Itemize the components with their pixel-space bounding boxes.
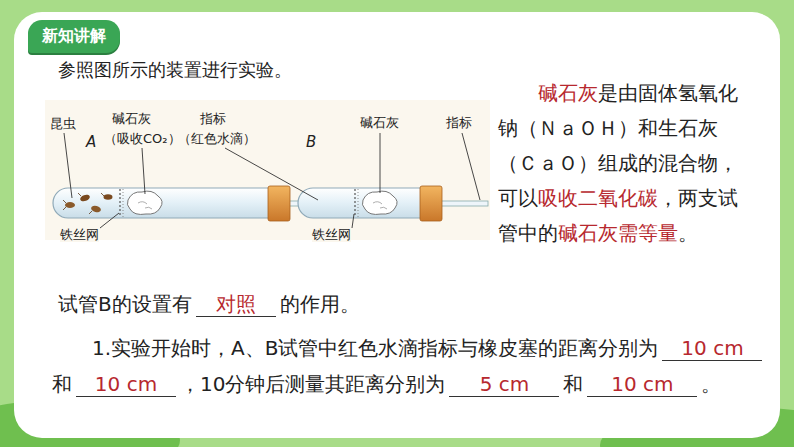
paragraph: 参照图所示的装置进行实验。 bbox=[58, 56, 478, 84]
body-text: 碱石灰 bbox=[538, 81, 598, 105]
part-label: 铁丝网 bbox=[60, 228, 99, 242]
body-text: 和 bbox=[563, 372, 583, 396]
body-text: 。 bbox=[701, 372, 721, 396]
part-label: 碱石灰 bbox=[360, 116, 399, 130]
body-text: 和 bbox=[52, 372, 72, 396]
body-text: 。 bbox=[678, 221, 698, 245]
paragraph: 试管B的设置有对照的作用。 bbox=[58, 287, 758, 321]
answer-blank: 对照 bbox=[196, 292, 276, 317]
paragraph: 1.实验开始时，A、B试管中红色水滴指标与橡皮塞的距离分别为10 cm和10 c… bbox=[52, 330, 776, 402]
part-label: 碱石灰 bbox=[112, 112, 151, 126]
section-badge: 新知讲解 bbox=[28, 20, 120, 53]
answer-blank: 10 cm bbox=[587, 372, 697, 397]
tube-label: A bbox=[86, 134, 96, 151]
answer-blank: 10 cm bbox=[662, 336, 762, 361]
tube-label: B bbox=[306, 134, 316, 151]
part-label: （吸收CO₂） bbox=[104, 132, 181, 146]
body-text: 吸收二氧化碳 bbox=[538, 186, 658, 210]
leader-lines bbox=[64, 133, 480, 228]
part-label: （红色水滴） bbox=[178, 132, 256, 146]
picture-frame bbox=[45, 100, 490, 240]
test-tube-b bbox=[298, 186, 488, 221]
instruction-text: 参照图所示的装置进行实验。 bbox=[58, 59, 292, 80]
test-tube-a bbox=[53, 186, 335, 221]
content-panel bbox=[14, 12, 780, 438]
part-label: 昆虫 bbox=[50, 117, 76, 131]
answer-blank: 10 cm bbox=[76, 372, 176, 397]
body-text: 碱石灰需等量 bbox=[558, 221, 678, 245]
paragraph: 碱石灰是由固体氢氧化钠（ＮａＯＨ）和生石灰（ＣａＯ）组成的混合物，可以吸收二氧化… bbox=[498, 76, 750, 251]
part-label: 指标 bbox=[446, 116, 472, 130]
answer-blank: 5 cm bbox=[449, 372, 559, 397]
body-text: ，10分钟后测量其距离分别为 bbox=[180, 372, 445, 396]
part-label: 铁丝网 bbox=[312, 228, 351, 242]
body-text: 试管B的设置有 bbox=[58, 292, 192, 316]
body-text: 1.实验开始时，A、B试管中红色水滴指标与橡皮塞的距离分别为 bbox=[92, 336, 658, 360]
body-text: 的作用。 bbox=[280, 292, 360, 316]
part-label: 指标 bbox=[200, 112, 226, 126]
badge-text: 新知讲解 bbox=[42, 26, 106, 47]
